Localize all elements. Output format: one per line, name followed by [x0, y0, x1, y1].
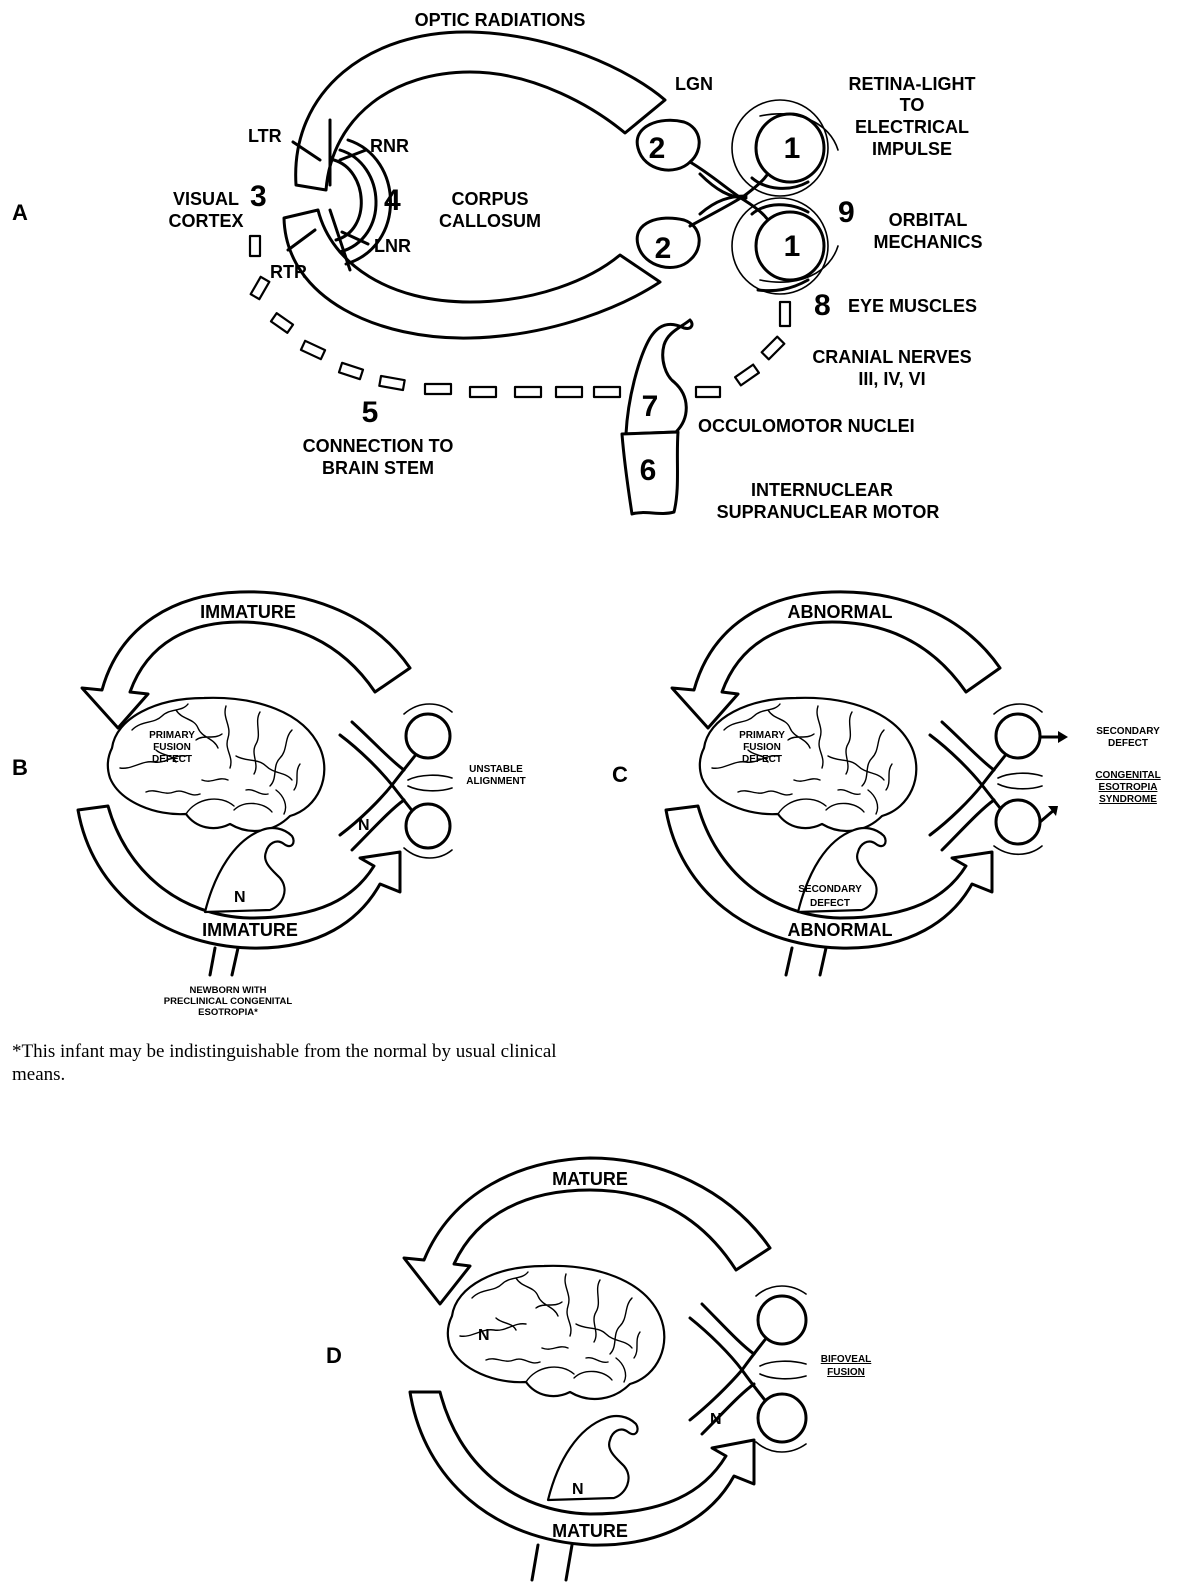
label-cranial-nerves-2: III, IV, VI — [858, 369, 925, 389]
number-9: 9 — [838, 196, 855, 229]
panel-b-brain-label-3: DEFECT — [152, 754, 192, 765]
panel-b-brain-label-1: PRIMARY — [149, 730, 195, 741]
number-8: 8 — [814, 289, 831, 322]
panel-b-caption-1: NEWBORN WITH — [189, 985, 266, 996]
panel-d-n-nucleus: N — [572, 1481, 584, 1498]
label-eye-muscles: EYE MUSCLES — [848, 296, 977, 316]
panel-c-syndrome-2: ESOTROPIA — [1099, 782, 1158, 793]
label-optic-radiations: OPTIC RADIATIONS — [415, 10, 586, 30]
label-corpus-callosum-1: CORPUS — [451, 189, 528, 209]
label-orbital-mechanics-1: ORBITAL — [889, 210, 968, 230]
label-occulomotor-nuclei: OCCULOMOTOR NUCLEI — [698, 416, 915, 436]
panel-b-n-chiasm: N — [358, 817, 370, 834]
label-internuclear-1: INTERNUCLEAR — [751, 480, 893, 500]
label-visual-cortex-1: VISUAL — [173, 189, 239, 209]
panel-c-top-label: ABNORMAL — [788, 602, 893, 622]
label-corpus-callosum-2: CALLOSUM — [439, 211, 541, 231]
panel-c-side-label-1: SECONDARY — [1096, 726, 1160, 737]
panel-d-side-label-2: FUSION — [827, 1367, 865, 1378]
panel-c-brain-label-2: FUSION — [743, 742, 781, 753]
callosal-arc-1 — [334, 160, 361, 240]
panel-b-eye-upper — [406, 714, 450, 758]
label-retina-4: IMPULSE — [872, 139, 952, 159]
panel-d-eye-upper — [758, 1296, 806, 1344]
panel-c-bottom-label: ABNORMAL — [788, 920, 893, 940]
label-internuclear-2: SUPRANUCLEAR MOTOR — [717, 502, 940, 522]
number-2-lower: 2 — [655, 232, 672, 265]
panel-b-eye-lower — [406, 804, 450, 848]
panel-c-brain-label-1: PRIMARY — [739, 730, 785, 741]
panel-d-bottom-label: MATURE — [552, 1521, 628, 1541]
panel-b-top-label: IMMATURE — [200, 602, 296, 622]
panel-b: B IMMATURE IMMATURE PRIMARY FUSION DEFEC… — [12, 592, 526, 1018]
optic-radiation-upper — [296, 32, 665, 190]
panel-c-syndrome-3: SYNDROME — [1099, 794, 1157, 805]
panel-b-nucleus — [205, 828, 294, 912]
panel-d-n-brain: N — [478, 1327, 490, 1344]
number-5: 5 — [362, 396, 379, 429]
label-visual-cortex-2: CORTEX — [168, 211, 243, 231]
label-ltr: LTR — [248, 126, 282, 146]
label-rtr: RTR — [270, 262, 307, 282]
panel-b-bottom-label: IMMATURE — [202, 920, 298, 940]
panel-c-nucleus-label-2: DEFECT — [810, 898, 850, 909]
panel-d-n-chiasm: N — [710, 1411, 722, 1428]
panel-b-letter: B — [12, 755, 28, 780]
number-1-upper: 1 — [784, 132, 801, 165]
panel-b-brain-label-2: FUSION — [153, 742, 191, 753]
label-rnr: RNR — [370, 136, 409, 156]
panel-a: A — [12, 10, 983, 522]
panel-c-syndrome-1: CONGENITAL — [1095, 770, 1160, 781]
panel-b-n-nucleus: N — [234, 889, 246, 906]
label-orbital-mechanics-2: MECHANICS — [873, 232, 982, 252]
panel-c-letter: C — [612, 762, 628, 787]
panel-c-side-label-2: DEFECT — [1108, 738, 1148, 749]
panel-c: C ABNORMAL ABNORMAL PRIMARY FUSION DEFEC… — [612, 592, 1161, 975]
number-1-lower: 1 — [784, 230, 801, 263]
panel-a-letter: A — [12, 200, 28, 225]
panel-c-brain-label-3: DEFECT — [742, 754, 782, 765]
label-retina-2: TO — [900, 95, 925, 115]
panel-d-nucleus — [548, 1416, 638, 1500]
panel-b-side-label-2: ALIGNMENT — [466, 776, 525, 787]
panel-c-nucleus-label-1: SECONDARY — [798, 884, 862, 895]
label-lnr: LNR — [374, 236, 411, 256]
label-retina-3: ELECTRICAL — [855, 117, 969, 137]
footnote: *This infant may be indistinguishable fr… — [12, 1040, 572, 1086]
panel-d: D MATURE MATURE N N N BIFOVEAL FUSION — [326, 1158, 871, 1580]
panel-b-side-label-1: UNSTABLE — [469, 764, 523, 775]
panel-c-eye-lower — [996, 800, 1040, 844]
panel-b-caption-2: PRECLINICAL CONGENITAL — [164, 996, 293, 1007]
brainstem-nuclei — [626, 320, 692, 434]
number-3: 3 — [250, 180, 267, 213]
label-cranial-nerves-1: CRANIAL NERVES — [812, 347, 971, 367]
panel-d-letter: D — [326, 1343, 342, 1368]
panel-b-caption-3: ESOTROPIA* — [198, 1007, 258, 1018]
number-7: 7 — [642, 390, 659, 423]
label-connection-1: CONNECTION TO — [303, 436, 454, 456]
label-retina-1: RETINA-LIGHT — [849, 74, 976, 94]
label-connection-2: BRAIN STEM — [322, 458, 434, 478]
number-4: 4 — [384, 184, 401, 217]
panel-d-side-label-1: BIFOVEAL — [821, 1354, 872, 1365]
panel-d-eye-lower — [758, 1394, 806, 1442]
number-2-upper: 2 — [649, 132, 666, 165]
label-lgn: LGN — [675, 74, 713, 94]
panel-d-top-label: MATURE — [552, 1169, 628, 1189]
panel-c-eye-upper — [996, 714, 1040, 758]
number-6: 6 — [640, 454, 657, 487]
